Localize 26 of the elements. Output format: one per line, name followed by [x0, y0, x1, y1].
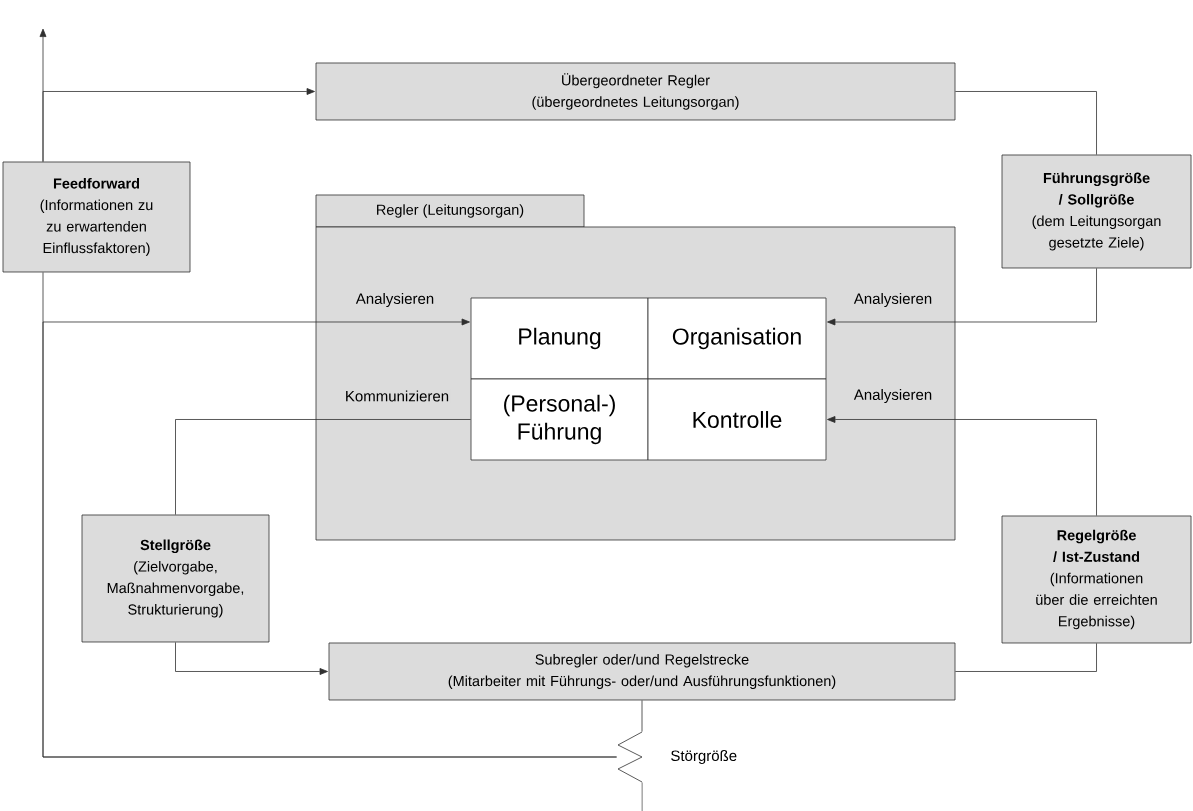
process-box: Übergeordneter Regler (übergeordnetes Leitungsorgan)	[315, 62, 956, 121]
process-box: Führungsgröße / Sollgröße (dem Leitungsorgan gesetzte Ziele)	[1001, 154, 1192, 269]
symbol-label: Störgröße	[671, 750, 737, 764]
arrow	[175, 642, 328, 675]
process-box: Feedforward (Informationen zu zu erwartenden Einflussfaktoren)	[2, 161, 191, 273]
edge-label: Analysieren	[354, 292, 436, 308]
edge-label: Kommunizieren	[343, 389, 451, 403]
node-label: Regler (Leitungsorgan)	[377, 204, 524, 218]
arrow	[42, 88, 315, 162]
table-cell: Planung	[470, 297, 649, 380]
table-cell: Organisation	[647, 297, 827, 380]
process-box: Subregler oder/und Regelstrecke (Mitarbeiter mit Führungs- oder/und Ausführungsfunktionen)	[328, 642, 956, 701]
table-cell: (Personal-) Führung	[470, 378, 649, 461]
zigzag-symbol	[617, 731, 643, 783]
edge-label: Analysieren	[852, 292, 934, 308]
arrow	[827, 268, 1097, 326]
connector-line	[955, 91, 1097, 155]
connector-line	[641, 782, 643, 811]
process-box: Regelgröße / Ist-Zustand (Informationen über die erreichten Ergebnisse)	[1001, 515, 1192, 644]
connector-line	[955, 643, 1097, 672]
process-box: Stellgröße (Zielvorgabe, Maßnahmenvorgabe, Strukturierung)	[81, 514, 270, 643]
connector-line	[641, 700, 643, 732]
table-cell: Kontrolle	[647, 378, 827, 461]
connector-line	[175, 419, 471, 515]
arrow	[827, 416, 1097, 516]
edge-label: Analysieren	[852, 388, 934, 404]
